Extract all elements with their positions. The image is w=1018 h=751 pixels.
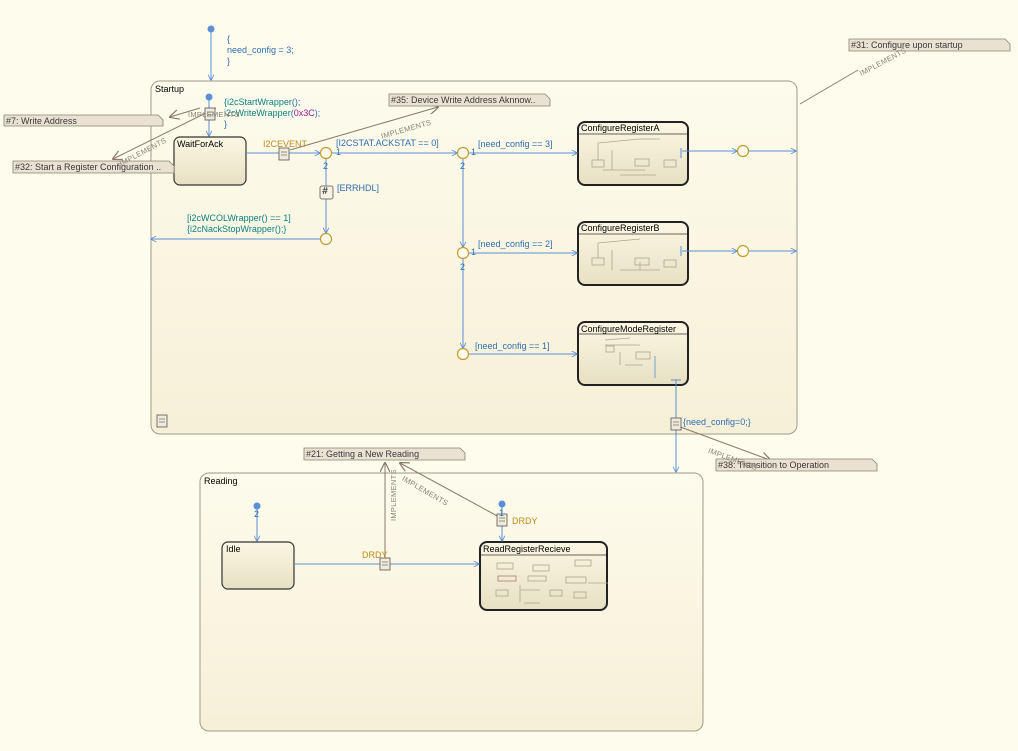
configure-register-a-title[interactable]: ConfigureRegisterA <box>581 123 660 133</box>
configure-mode-register-title[interactable]: ConfigureModeRegister <box>581 324 677 334</box>
guard-ackstat[interactable]: [I2CSTAT.ACKSTAT == 0] <box>336 138 439 148</box>
requirement-7[interactable]: #7: Write Address <box>6 116 77 126</box>
priority-label: 2 <box>460 161 466 171</box>
subchart-preview-a <box>591 138 677 176</box>
implements-label-7: IMPLEMENTS <box>188 110 240 119</box>
subchart-preview-read <box>495 559 608 604</box>
priority-label: 2 <box>460 262 466 272</box>
startup-default-action[interactable]: {i2cStartWrapper(); i2cWriteWrapper(0x3C… <box>224 97 321 129</box>
note-icon-lines <box>159 111 679 566</box>
requirement-21[interactable]: #21: Getting a New Reading <box>306 449 420 459</box>
top-default-action[interactable]: { need_config = 3; } <box>227 34 294 66</box>
guard-need-config-3[interactable]: [need_config == 3] <box>478 139 553 149</box>
configure-register-b-title[interactable]: ConfigureRegisterB <box>581 223 660 233</box>
requirement-38[interactable]: #38: Transition to Operation <box>718 460 830 470</box>
read-register-recieve-title[interactable]: ReadRegisterRecieve <box>483 544 571 554</box>
startup-state-title[interactable]: Startup <box>155 84 185 94</box>
guard-need-config-2[interactable]: [need_config == 2] <box>478 239 553 249</box>
implements-label-21a: IMPLEMENTS <box>389 469 398 521</box>
note-icons[interactable] <box>156 107 682 571</box>
idle-box[interactable] <box>221 541 295 590</box>
guard-wcol-condition[interactable]: [i2cWCOLWrapper() == 1] <box>187 213 291 223</box>
default-transition-dots <box>205 25 506 510</box>
action-nack-stop[interactable]: {i2cNackStopWrapper();} <box>187 224 287 234</box>
configure-register-a-box[interactable] <box>577 121 689 186</box>
configure-register-b-box[interactable] <box>577 221 689 286</box>
requirement-31[interactable]: #31: Configure upon startup <box>851 40 963 50</box>
startup-state-box[interactable] <box>150 80 798 435</box>
history-junction-symbol: # <box>322 186 329 197</box>
guard-need-config-1[interactable]: [need_config == 1] <box>475 341 550 351</box>
wait-for-ack-title[interactable]: WaitForAck <box>177 139 224 149</box>
exit-action-need-config-0[interactable]: {need_config=0;} <box>683 417 751 427</box>
requirement-links[interactable] <box>113 69 859 563</box>
configure-mode-register-box[interactable] <box>577 321 689 386</box>
priority-label: 2 <box>254 509 260 519</box>
requirement-tags[interactable] <box>3 38 1011 472</box>
requirement-35[interactable]: #35: Device Write Address Aknnow.. <box>391 95 536 105</box>
wait-for-ack-box[interactable] <box>173 136 247 186</box>
history-junction-box[interactable] <box>319 185 334 200</box>
guard-errhdl[interactable]: [ERRHDL] <box>337 183 380 193</box>
priority-label: 1 <box>471 147 477 157</box>
subchart-preview-b <box>591 238 677 271</box>
connective-junctions[interactable] <box>319 144 750 361</box>
requirement-32[interactable]: #32: Start a Register Configuration .. <box>15 162 162 172</box>
reading-state-box[interactable] <box>199 472 704 732</box>
event-drdy-default[interactable]: DRDY <box>512 516 538 526</box>
priority-label: 1 <box>336 147 342 157</box>
priority-label: 2 <box>323 161 329 171</box>
priority-label: 1 <box>471 247 477 257</box>
reading-state-title[interactable]: Reading <box>204 476 238 486</box>
priority-label: 1 <box>499 508 505 518</box>
idle-title[interactable]: Idle <box>226 544 241 554</box>
subchart-preview-mode <box>604 337 656 378</box>
event-i2cevent[interactable]: I2CEVENT <box>263 139 308 149</box>
event-drdy-transition[interactable]: DRDY <box>362 550 388 560</box>
